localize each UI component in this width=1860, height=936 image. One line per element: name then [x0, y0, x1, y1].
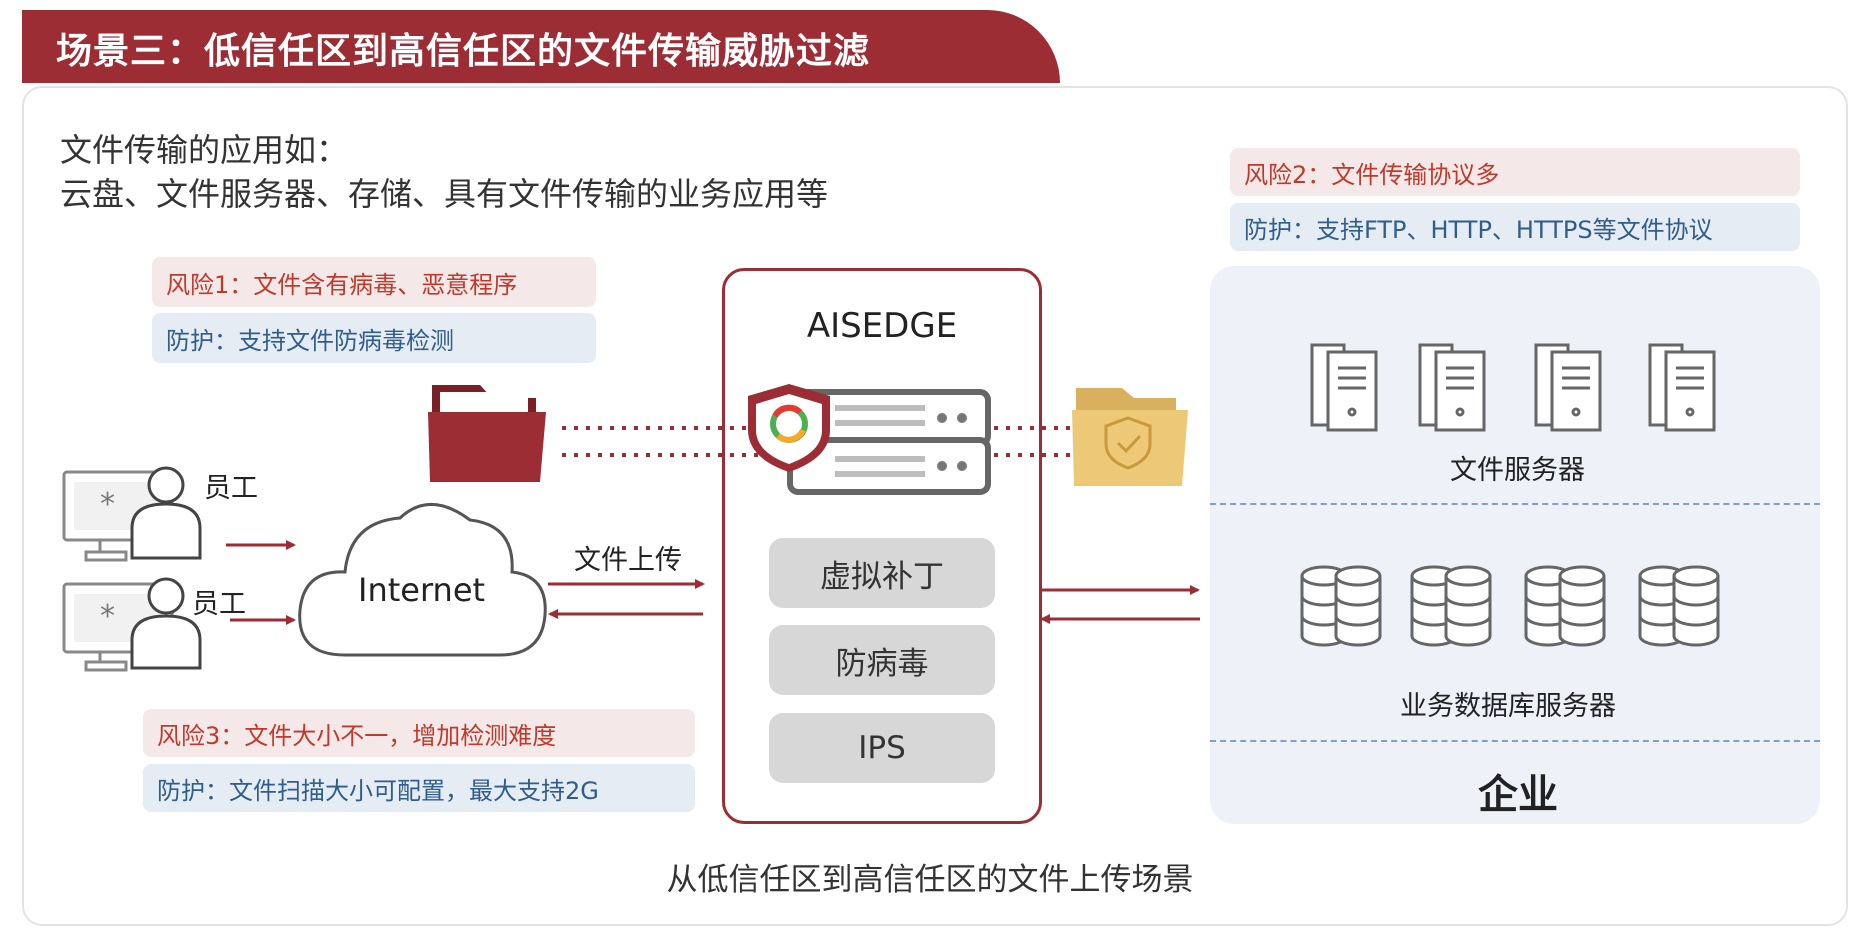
- device-name: AISEDGE: [806, 306, 958, 346]
- database-icon: [1524, 565, 1606, 647]
- person-icon: [130, 577, 202, 670]
- protect-1-box: 防护：支持文件防病毒检测: [152, 313, 596, 363]
- folder-icon: [428, 385, 546, 482]
- server-icon: [1534, 343, 1602, 432]
- protect-3-box: 防护：文件扫描大小可配置，最大支持2G: [143, 764, 695, 812]
- enterprise-divider-2: [1210, 740, 1820, 742]
- database-icon: [1300, 565, 1382, 647]
- database-icon: [1410, 565, 1492, 647]
- server-icon: [1310, 343, 1378, 432]
- intro-text: 文件传输的应用如： 云盘、文件服务器、存储、具有文件传输的业务应用等: [60, 128, 828, 216]
- folder-icon: [1072, 388, 1188, 486]
- internet-label: Internet: [358, 571, 486, 609]
- intro-line-2: 云盘、文件服务器、存储、具有文件传输的业务应用等: [60, 175, 829, 213]
- risk-3-box: 风险3：文件大小不一，增加检测难度: [143, 709, 695, 757]
- file-servers-label: 文件服务器: [1450, 455, 1585, 486]
- title-banner: [22, 10, 1060, 83]
- server-icon: [1648, 343, 1716, 432]
- risk-2-box: 风险2：文件传输协议多: [1230, 148, 1800, 196]
- employee-label-1: 员工: [204, 473, 258, 504]
- feature-ips: IPS: [769, 713, 995, 783]
- feature-antivirus: 防病毒: [769, 625, 995, 695]
- protect-2-box: 防护：支持FTP、HTTP、HTTPS等文件协议: [1230, 203, 1800, 251]
- person-icon: [130, 466, 202, 560]
- database-icon: [1638, 565, 1720, 647]
- server-icon: [787, 389, 991, 495]
- enterprise-label: 企业: [1478, 772, 1558, 818]
- risk-1-box: 风险1：文件含有病毒、恶意程序: [152, 257, 596, 307]
- svg-text:*: *: [100, 487, 115, 522]
- intro-line-1: 文件传输的应用如：: [60, 131, 349, 169]
- upload-label: 文件上传: [574, 545, 682, 576]
- svg-text:*: *: [100, 599, 115, 634]
- feature-virtual-patch: 虚拟补丁: [769, 538, 995, 608]
- employee-label-2: 员工: [192, 589, 246, 620]
- enterprise-divider-1: [1210, 503, 1820, 505]
- server-icon: [1418, 343, 1486, 432]
- db-servers-label: 业务数据库服务器: [1400, 691, 1616, 722]
- cloud-icon: [298, 503, 547, 657]
- shield-icon: [748, 384, 830, 472]
- page-title: 场景三：低信任区到高信任区的文件传输威胁过滤: [56, 31, 871, 72]
- diagram-caption: 从低信任区到高信任区的文件上传场景: [666, 862, 1194, 898]
